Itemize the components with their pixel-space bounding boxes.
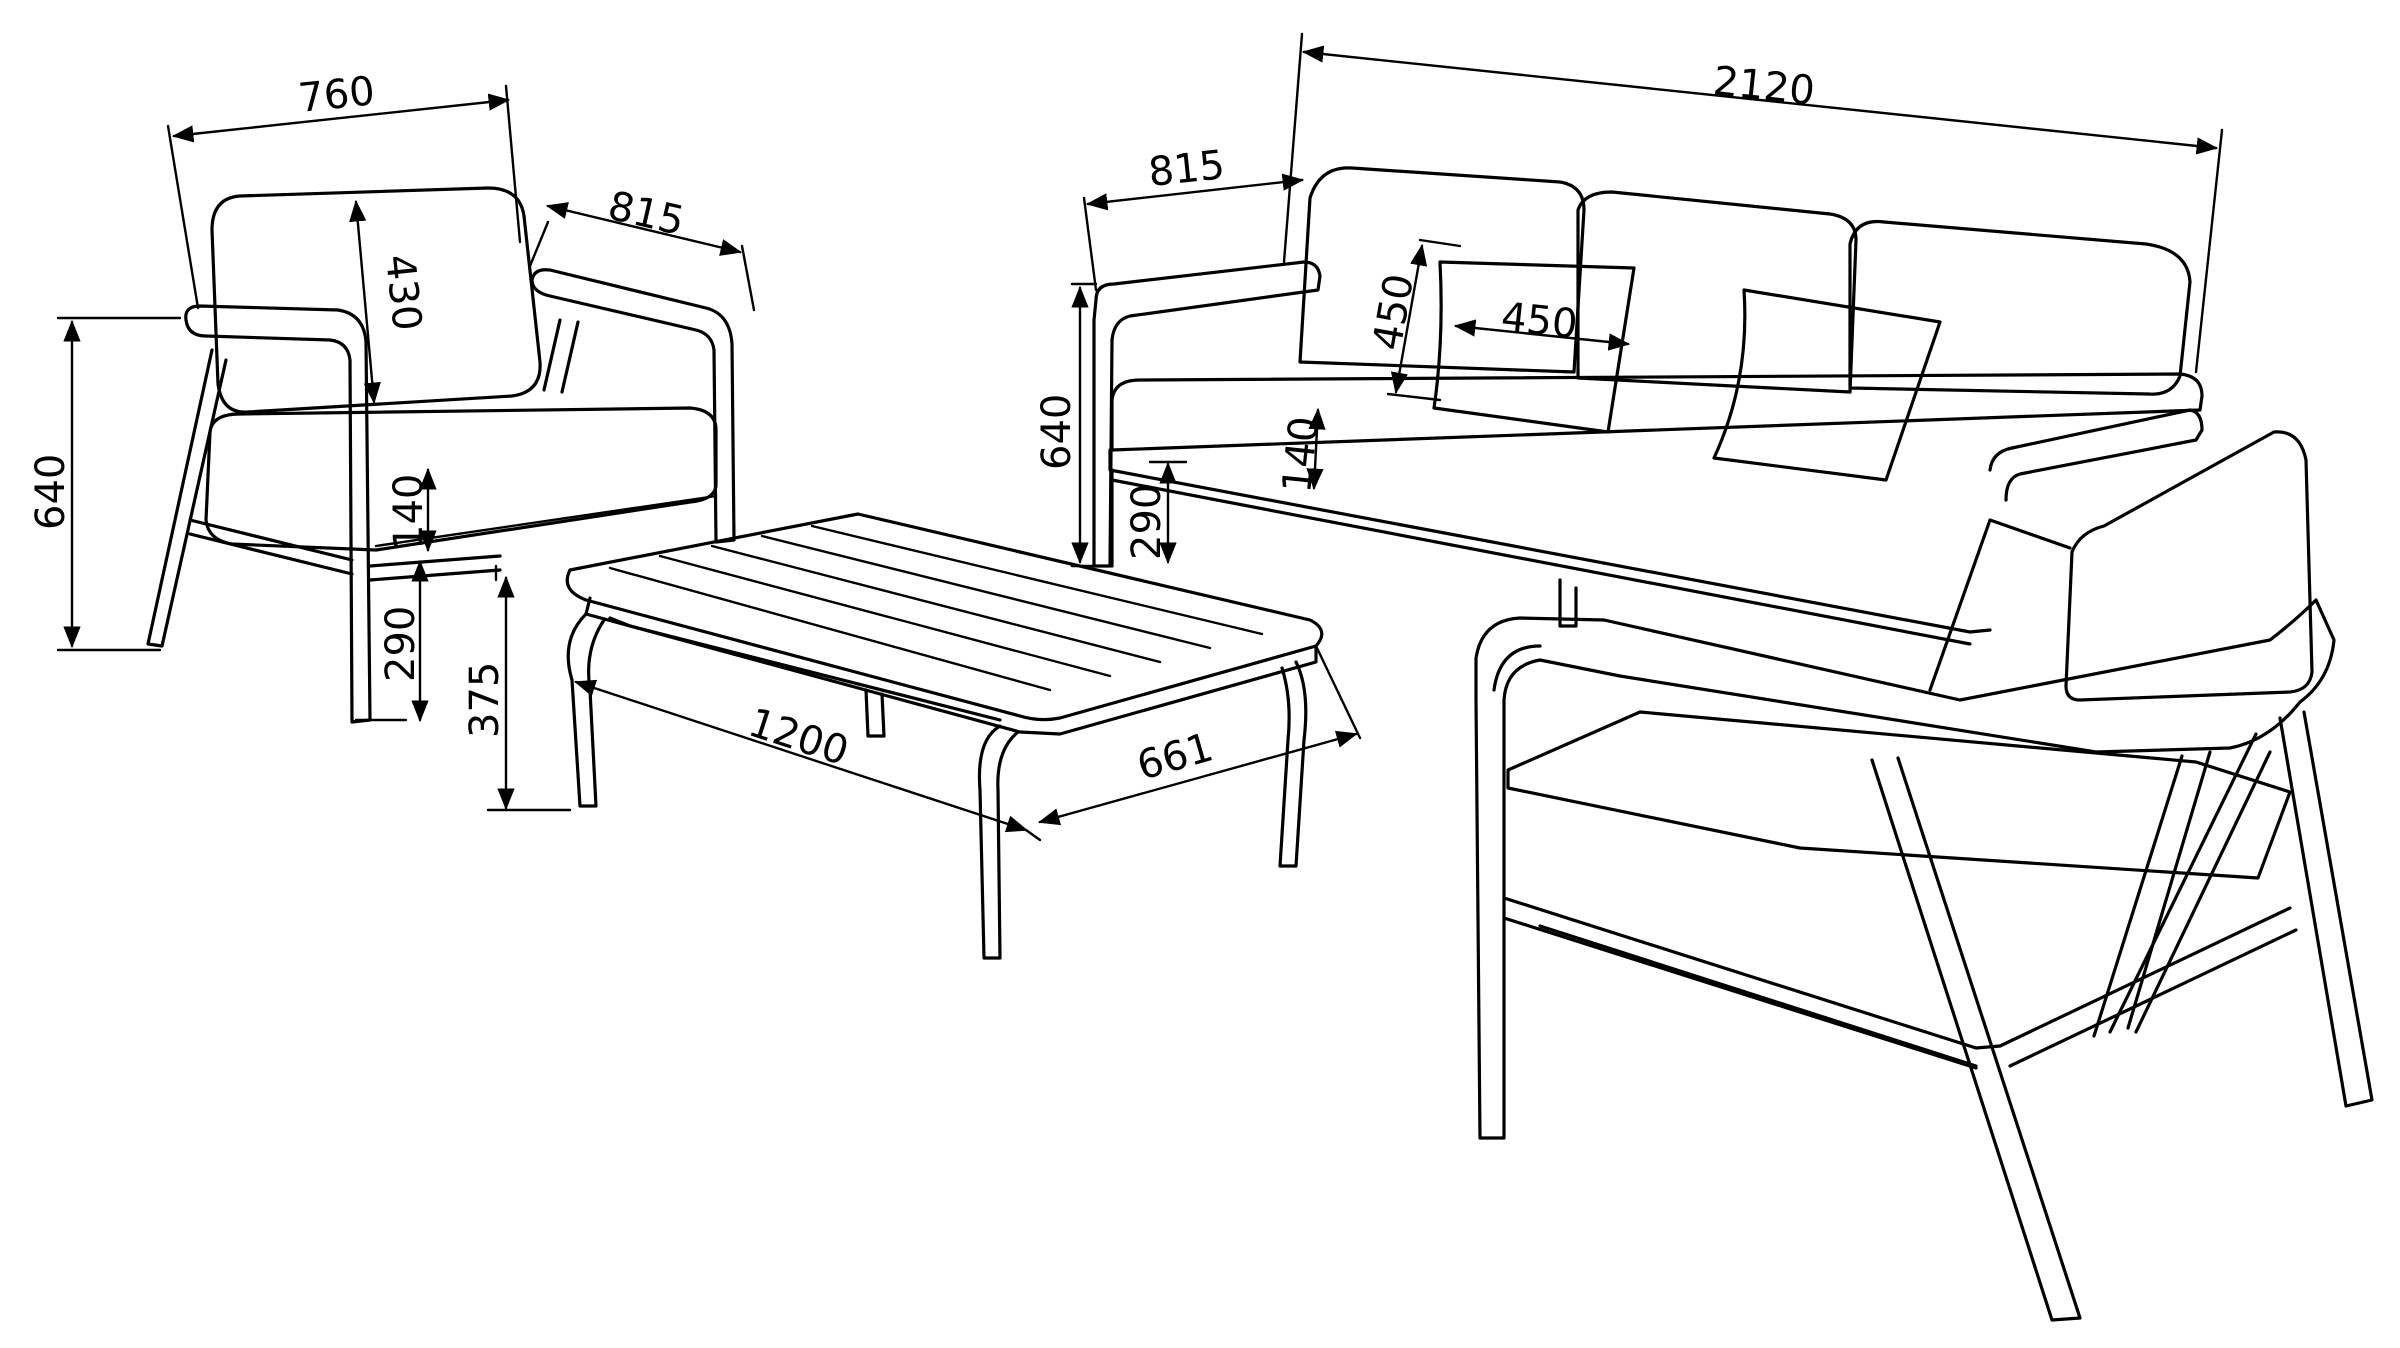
table-slat — [710, 544, 1162, 664]
dimension-labels: 760 815 430 640 140 290 375 1200 661 212… — [28, 58, 1817, 789]
dim-table-length: 1200 — [743, 700, 854, 775]
table-slat — [608, 566, 1052, 692]
dim-table-width: 661 — [1132, 724, 1218, 789]
table-slat — [658, 554, 1112, 678]
dim-pillow-width: 450 — [1499, 294, 1580, 348]
armchair-drawing — [146, 186, 736, 724]
sofa-pillow-left — [1432, 260, 1636, 434]
sofa-back-cushion-3 — [1848, 219, 2192, 396]
loveseat-top-frame — [1474, 598, 2336, 1140]
sofa-drawing — [1092, 166, 2204, 646]
dim-armchair-cushion: 140 — [386, 474, 432, 550]
armchair-left-arm — [184, 304, 372, 724]
dim-table-height: 375 — [462, 662, 508, 738]
loveseat-leg — [2278, 710, 2374, 1108]
dimension-lines — [56, 32, 2224, 842]
dim-sofa-depth: 815 — [1146, 142, 1227, 196]
armchair-front-left-leg — [146, 348, 228, 648]
coffee-table-top — [565, 512, 1324, 722]
sofa-back-cushion-2 — [1576, 190, 1858, 394]
dim-armchair-height: 640 — [28, 454, 74, 530]
table-leg — [1278, 660, 1308, 868]
dim-armchair-seat-height: 290 — [378, 606, 424, 682]
sofa-pillow-right — [1712, 288, 1942, 482]
sofa-left-arm — [1092, 260, 1322, 568]
loveseat-seat-cushion — [1506, 710, 2292, 880]
armchair-seat-cushion — [204, 406, 718, 552]
loveseat-leg — [1870, 756, 2082, 1322]
loveseat-leg — [2092, 750, 2212, 1038]
dim-sofa-width: 2120 — [1711, 58, 1817, 114]
dim-pillow-height: 450 — [1365, 271, 1424, 354]
armchair-back-cushion — [210, 186, 542, 414]
table-slat — [810, 524, 1264, 636]
armchair-right-arm — [530, 268, 736, 544]
loveseat-drawing — [1474, 430, 2374, 1322]
dim-armchair-back-height: 430 — [376, 252, 430, 333]
loveseat-back-cushion — [2064, 430, 2314, 702]
dim-armchair-depth: 815 — [604, 183, 689, 245]
table-leg — [566, 612, 606, 808]
dim-sofa-height: 640 — [1034, 394, 1080, 470]
dim-sofa-cushion: 140 — [1274, 414, 1328, 495]
sofa-seat-cushion — [1110, 372, 2204, 452]
table-leg — [977, 724, 1020, 960]
table-slat — [760, 534, 1212, 650]
dim-armchair-width: 760 — [296, 68, 377, 122]
sofa-right-arm — [1988, 408, 2204, 502]
dim-sofa-seat-height: 290 — [1124, 484, 1170, 560]
sofa-back-cushion-1 — [1298, 166, 1586, 374]
